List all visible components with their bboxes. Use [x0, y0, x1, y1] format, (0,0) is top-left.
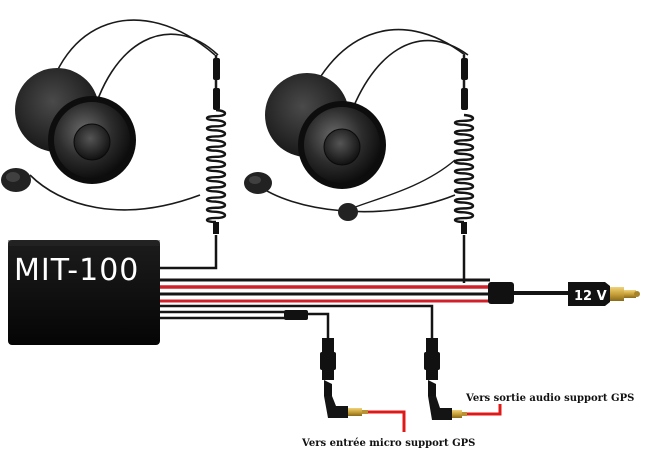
main-cables: [160, 235, 568, 340]
headset-right: [244, 28, 469, 221]
label-audio-out: Vers sortie audio support GPS: [465, 393, 634, 404]
mit-100-device: MIT-100: [8, 240, 160, 345]
coiled-cable-right: [453, 113, 475, 234]
audio-jack-connector: [424, 338, 467, 420]
device-label: MIT-100: [14, 253, 139, 288]
cable-splitter: [284, 310, 308, 320]
earphone-speaker-front: [48, 96, 136, 184]
power-plug-12v: 12 V: [568, 282, 640, 306]
headset-left: [1, 19, 220, 211]
earphone-speaker-front: [298, 101, 386, 189]
red-connector-line-mic: [368, 410, 406, 432]
voltage-label: 12 V: [574, 289, 607, 304]
red-connector-line-audio: [467, 404, 502, 416]
cable-sleeve: [488, 282, 514, 304]
mic-jack-connector: [320, 338, 368, 418]
coiled-cable-left: [205, 108, 227, 234]
microphone: [338, 203, 358, 221]
label-mic-in: Vers entrée micro support GPS: [301, 438, 475, 449]
